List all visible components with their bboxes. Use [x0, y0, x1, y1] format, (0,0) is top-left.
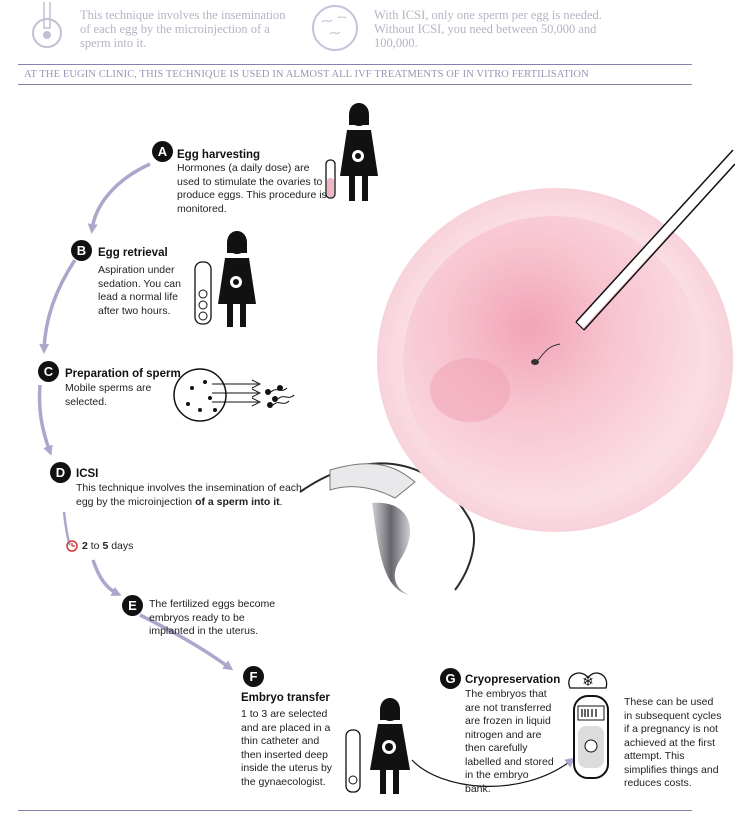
- sperm-selection-icon: [173, 368, 295, 422]
- step-b-text: Aspiration under sedation. You can lead …: [98, 264, 181, 317]
- step-f-title: Embryo transfer: [241, 692, 330, 704]
- step-d-text: This technique involves the insemination…: [76, 482, 306, 509]
- step-e-text: The fertilized eggs become embryos ready…: [149, 598, 276, 637]
- step-d-text-prefix: This technique involves the insemination…: [76, 482, 302, 508]
- step-f-badge: F: [243, 666, 264, 687]
- woman-icon-b: [194, 231, 256, 327]
- header-top-rule: [18, 64, 692, 65]
- timer-unit: days: [111, 540, 134, 552]
- step-c-badge: C: [38, 361, 59, 382]
- header-bottom-rule: [18, 84, 692, 85]
- injection-needle: [575, 149, 735, 331]
- step-c-title: Preparation of sperm: [65, 368, 181, 380]
- header-left-text: This technique involves the insemination…: [80, 8, 286, 50]
- step-b-badge: B: [71, 240, 92, 261]
- timer-label: 2 to 5 days: [82, 540, 133, 554]
- header-banner: AT THE EUGIN CLINIC, THIS TECHNIQUE IS U…: [24, 69, 589, 80]
- side-note: These can be used in subsequent cycles i…: [624, 696, 722, 789]
- step-e-badge: E: [122, 595, 143, 616]
- step-a-badge: A: [152, 141, 173, 162]
- egg-cell: [377, 188, 733, 532]
- header-needle-icon: [32, 2, 62, 48]
- step-c-text: Mobile sperms are selected.: [65, 382, 152, 408]
- step-d-badge: D: [50, 462, 71, 483]
- timer-to: 5: [102, 540, 109, 552]
- timer-from: 2: [82, 540, 88, 552]
- step-g-title: Cryopreservation: [465, 674, 561, 686]
- step-d-text-bold: of a sperm into it: [195, 495, 280, 508]
- step-a-text: Hormones (a daily dose) are used to stim…: [177, 162, 327, 215]
- freeze-arrow: [411, 757, 576, 787]
- woman-icon-f: [345, 698, 410, 794]
- timer-to-word: to: [90, 540, 100, 552]
- header-egg-icon: [312, 5, 358, 51]
- step-d-text-suffix: .: [279, 495, 283, 508]
- footer-rule: [18, 810, 692, 811]
- step-a-title: Egg harvesting: [177, 149, 261, 161]
- cryo-tube-icon: ❄: [568, 672, 609, 779]
- svg-text:❄: ❄: [582, 673, 594, 689]
- woman-icon-a: [325, 103, 378, 201]
- step-b-title: Egg retrieval: [98, 247, 168, 259]
- timer-icon: [66, 540, 78, 552]
- step-g-badge: G: [440, 668, 461, 689]
- process-arrows: [37, 162, 234, 671]
- step-g-text: The embryos that are not transferred are…: [465, 688, 554, 795]
- step-d-title: ICSI: [76, 468, 99, 480]
- header-right-text: With ICSI, only one sperm per egg is nee…: [374, 8, 602, 50]
- step-f-text: 1 to 3 are selected and are placed in a …: [241, 708, 333, 788]
